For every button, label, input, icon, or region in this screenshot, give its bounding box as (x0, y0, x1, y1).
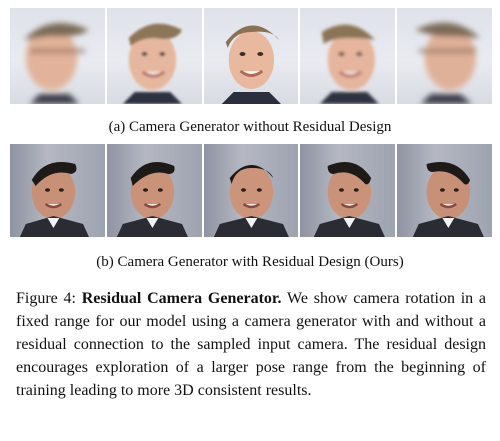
face-image-a3 (203, 8, 299, 104)
face-image-a4 (300, 8, 396, 104)
face-image-a2 (106, 8, 202, 104)
subfigure-caption-a: (a) Camera Generator without Residual De… (108, 119, 392, 135)
figure-body-first: We show camera (287, 290, 400, 307)
figure-body: rotation in a fixed range for our model … (16, 290, 487, 399)
figure-title: Residual Camera Generator. (81, 290, 282, 307)
face-image-b3 (203, 144, 299, 237)
face-image-b4 (300, 144, 396, 237)
face-image-b1 (10, 144, 105, 237)
face-image-a1 (10, 8, 105, 104)
figure-label: Figure 4: (16, 290, 76, 307)
face-image-b2 (106, 144, 202, 237)
face-image-a5 (397, 8, 492, 104)
image-row-with-residual (10, 144, 492, 237)
figure-caption: Figure 4: Residual Camera Generator. We … (16, 287, 486, 402)
subfigure-caption-b: (b) Camera Generator with Residual Desig… (96, 254, 404, 270)
image-row-without-residual (10, 8, 492, 104)
face-image-b5 (397, 144, 492, 237)
